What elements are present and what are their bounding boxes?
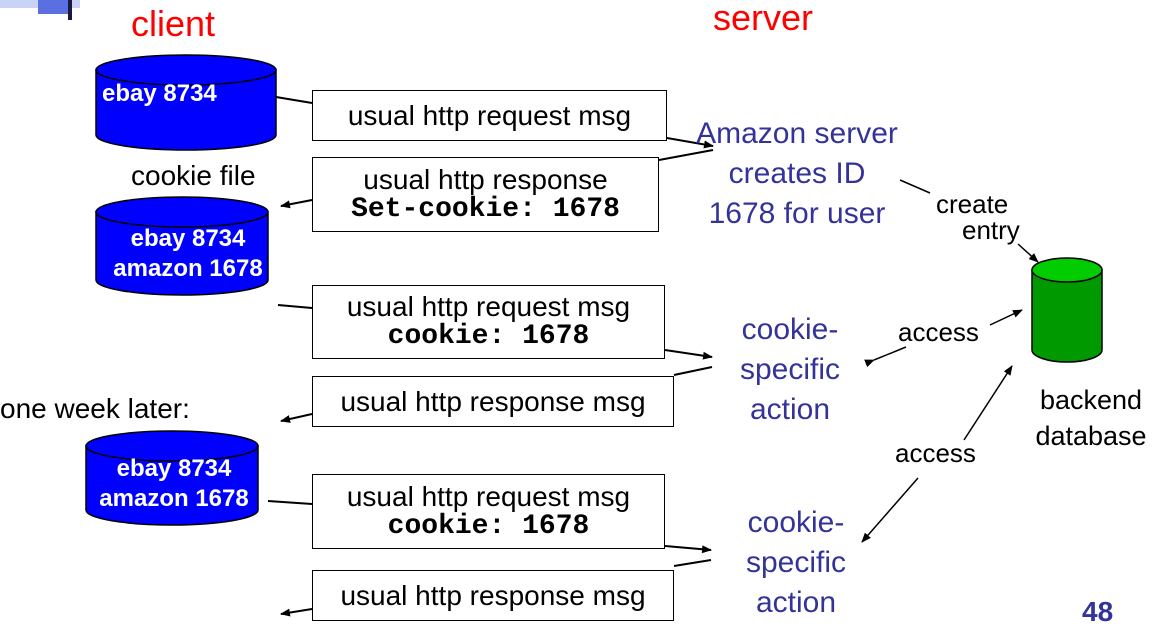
http-request-box: usual http request msg cookie: 1678	[312, 474, 665, 549]
cookie-entry-ebay: ebay 8734	[116, 455, 232, 482]
action-text-line: action	[755, 586, 837, 619]
request-arrow-3	[664, 545, 712, 554]
backend-database-cylinder	[1031, 257, 1103, 363]
server-creates-id-text: Amazon server creates ID 1678 for user	[682, 114, 912, 234]
cookie-header: cookie: 1678	[387, 321, 590, 352]
message-text: usual http request msg	[346, 480, 631, 512]
message-text: usual http request msg	[346, 291, 631, 322]
access-arrow-1a	[864, 346, 907, 368]
database-label-line: backend	[1039, 385, 1143, 415]
create-entry-arrow	[1017, 243, 1039, 263]
action-text-line: action	[749, 393, 831, 426]
message-text: usual http response	[363, 163, 608, 195]
page-number: 48	[1082, 596, 1114, 627]
response-arrow-3	[280, 608, 313, 617]
set-cookie-header: Set-cookie: 1678	[351, 193, 620, 225]
access-arrow-2a	[963, 365, 1013, 441]
action-text-line: specific	[739, 353, 841, 386]
http-request-box: usual http request msg	[312, 90, 667, 141]
database-label-line: database	[1035, 421, 1147, 451]
slide-logo-decoration	[0, 0, 80, 20]
http-response-box: usual http response Set-cookie: 1678	[312, 157, 659, 232]
server-text-line: Amazon server	[696, 117, 898, 150]
action-text-line: cookie-	[741, 313, 839, 346]
cookie-file-cylinder-3	[85, 430, 259, 526]
access-arrow-1b	[989, 309, 1023, 326]
access-label-1: access	[898, 317, 979, 347]
message-text: usual http response msg	[340, 579, 646, 611]
backend-database-label: backend database	[1028, 382, 1154, 454]
action-text-line: cookie-	[747, 506, 845, 539]
cookie-specific-action-2: cookie- specific action	[721, 503, 871, 623]
cookie-entry-amazon: amazon 1678	[113, 255, 263, 282]
message-text: usual http response msg	[340, 385, 646, 417]
cookie-header: cookie: 1678	[387, 510, 590, 542]
cookie-file-label: cookie file	[131, 160, 256, 191]
cookie-entry-ebay: ebay 8734	[130, 225, 246, 252]
http-response-box: usual http response msg	[312, 570, 674, 621]
create-entry-line: entry	[962, 215, 1020, 245]
cookie-file-cylinder-1	[95, 54, 277, 151]
action-text-line: specific	[745, 546, 847, 579]
cookie-entry-ebay: ebay 8734	[102, 80, 217, 107]
server-text-line: 1678 for user	[708, 197, 886, 230]
create-entry-label: create entry	[936, 191, 1020, 243]
access-label-2: access	[895, 438, 976, 468]
response-arrow-1	[280, 199, 313, 209]
response-arrow-2	[280, 413, 313, 423]
request-arrow-2	[664, 349, 713, 360]
access-arrow-2b	[861, 477, 919, 543]
cookie-file-3-text: ebay 8734 amazon 1678	[88, 454, 260, 514]
cookie-entry-amazon: amazon 1678	[99, 485, 249, 512]
create-entry-line-1	[899, 179, 931, 194]
server-heading: server	[713, 0, 814, 38]
server-text-line: creates ID	[728, 157, 866, 190]
http-request-box: usual http request msg cookie: 1678	[312, 285, 665, 359]
message-text: usual http request msg	[347, 99, 632, 131]
create-entry-line: create	[936, 189, 1009, 219]
cookie-file-cylinder-2	[95, 196, 269, 296]
one-week-later-label: one week later:	[0, 393, 190, 424]
http-response-box: usual http response msg	[312, 376, 674, 427]
request-arrow-1	[666, 137, 714, 149]
client-heading: client	[131, 3, 216, 44]
cookie-specific-action-1: cookie- specific action	[715, 310, 865, 430]
cookie-file-2-text: ebay 8734 amazon 1678	[100, 224, 276, 284]
